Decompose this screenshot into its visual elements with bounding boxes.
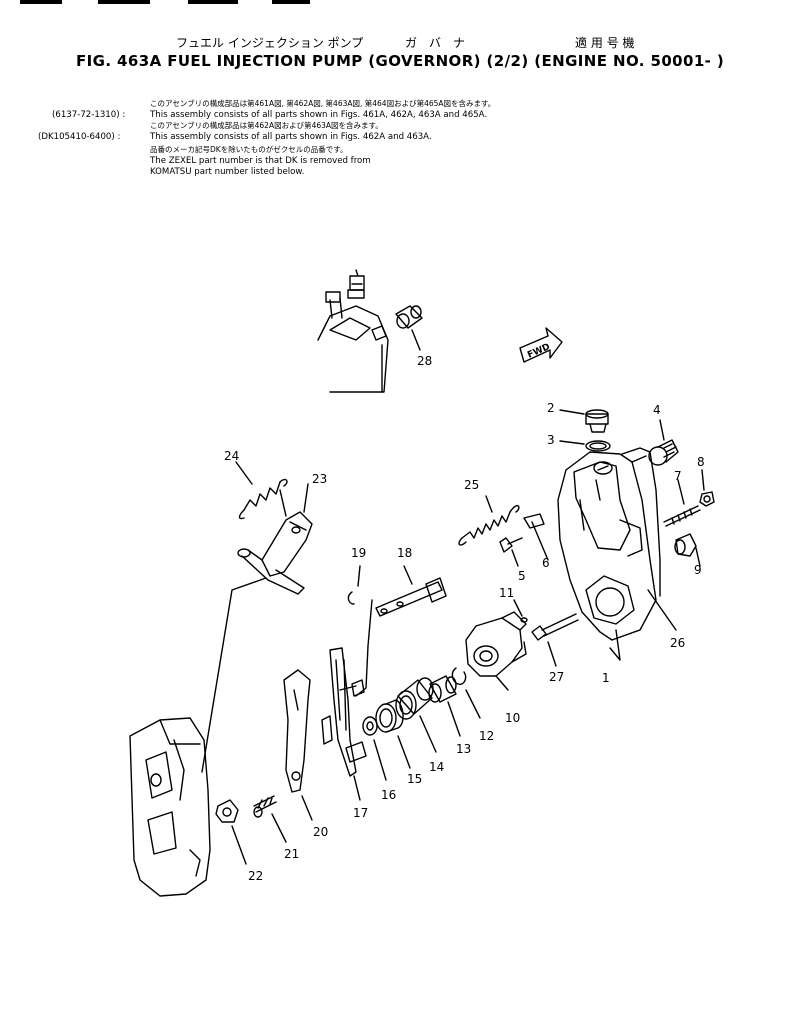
callout-3: 3: [547, 433, 555, 447]
callout-7: 7: [674, 469, 682, 483]
part-24-spring: [235, 461, 288, 520]
callout-20: 20: [313, 825, 328, 839]
fwd-arrow-icon: [519, 327, 563, 363]
part-22-nut: [215, 799, 247, 865]
part-2-plug: [559, 409, 609, 433]
page-top-marks: [0, 0, 795, 6]
part-26-leader: [647, 589, 677, 631]
callout-12: 12: [479, 729, 494, 743]
part-6-bracket: [523, 513, 549, 561]
callout-8: 8: [697, 455, 705, 469]
callout-15: 15: [407, 772, 422, 786]
callout-27: 27: [549, 670, 564, 684]
fwd-label-text: FWD: [526, 342, 552, 361]
callout-22: 22: [248, 869, 263, 883]
note-text: KOMATSU part number listed below.: [150, 167, 305, 177]
part-5-bolt: [499, 537, 523, 567]
part-27-bolt: [531, 613, 579, 667]
part-25-spring: [458, 495, 520, 546]
part-16-washer: [362, 716, 387, 781]
figure-title: FIG. 463A FUEL INJECTION PUMP (GOVERNOR)…: [76, 52, 725, 70]
part-11-pin: [513, 599, 528, 623]
callout-11: 11: [499, 586, 514, 600]
callout-17: 17: [353, 806, 368, 820]
note-text: 品番のメーカ記号DKを除いたものがゼクセルの品番です。: [150, 145, 348, 154]
callout-14: 14: [429, 760, 444, 774]
note-text: The ZEXEL part number is that DK is remo…: [150, 156, 371, 166]
part-21-spring: [253, 795, 287, 843]
part-3-o-ring: [559, 440, 611, 452]
callout-5: 5: [518, 569, 526, 583]
callout-23: 23: [312, 472, 327, 486]
part-23-lever-shaft: [201, 483, 313, 773]
part-9-cap-nut: [674, 533, 701, 567]
callout-26: 26: [670, 636, 685, 650]
part-19-clip: [347, 565, 361, 605]
jp-title-part: フュエル インジェクション ポンプ: [176, 36, 364, 50]
callout-2: 2: [547, 401, 555, 415]
callout-10: 10: [505, 711, 520, 725]
pump-housing-lower: [129, 717, 211, 897]
note-text: This assembly consists of all parts show…: [150, 132, 432, 142]
callout-9: 9: [694, 563, 702, 577]
part-1-governor-housing: [557, 447, 661, 661]
jp-title-part: ガ バ ナ: [405, 36, 466, 50]
callout-16: 16: [381, 788, 396, 802]
note-code: (6137-72-1310) :: [52, 110, 126, 120]
part-7-adjusting-screw: [663, 479, 701, 527]
note-text: このアセンブリの構成部品は第461A図, 第462A図, 第463A図, 第46…: [150, 99, 496, 108]
callout-24: 24: [224, 449, 239, 463]
callout-13: 13: [456, 742, 471, 756]
part-8-nut: [699, 469, 715, 507]
part-13-sleeve: [428, 675, 461, 737]
fwd-label: FWD: [526, 342, 552, 361]
part-12-snap-ring: [451, 667, 481, 719]
jp-title-part: 適 用 号 機: [575, 36, 635, 50]
part-20-tension-lever: [283, 669, 313, 821]
callout-1: 1: [602, 671, 610, 685]
note-text: このアセンブリの構成部品は第462A図および第463A図を含みます。: [150, 121, 383, 130]
part-28-bushing: [395, 305, 423, 351]
note-code: (DK105410-6400) :: [38, 132, 121, 142]
japanese-title: フュエル インジェクション ポンプ ガ バ ナ 適 用 号 機: [0, 34, 795, 50]
part-15-bearing: [375, 699, 411, 769]
part-10-flyweight-assembly: [465, 611, 527, 691]
callout-4: 4: [653, 403, 661, 417]
callout-18: 18: [397, 546, 412, 560]
part-17-lever-assembly: [321, 599, 373, 801]
callout-19: 19: [351, 546, 366, 560]
part-4-plug: [648, 419, 679, 466]
callout-28: 28: [417, 354, 432, 368]
part-18-link-rod: [375, 565, 447, 617]
injection-pump-top-part: [317, 269, 389, 393]
note-text: This assembly consists of all parts show…: [150, 110, 488, 120]
callout-labels: 1 2 3 4 5 6 7 8 9 10 11 12 13 14 15 16 1…: [224, 354, 705, 883]
callout-25: 25: [464, 478, 479, 492]
callout-6: 6: [542, 556, 550, 570]
callout-21: 21: [284, 847, 299, 861]
